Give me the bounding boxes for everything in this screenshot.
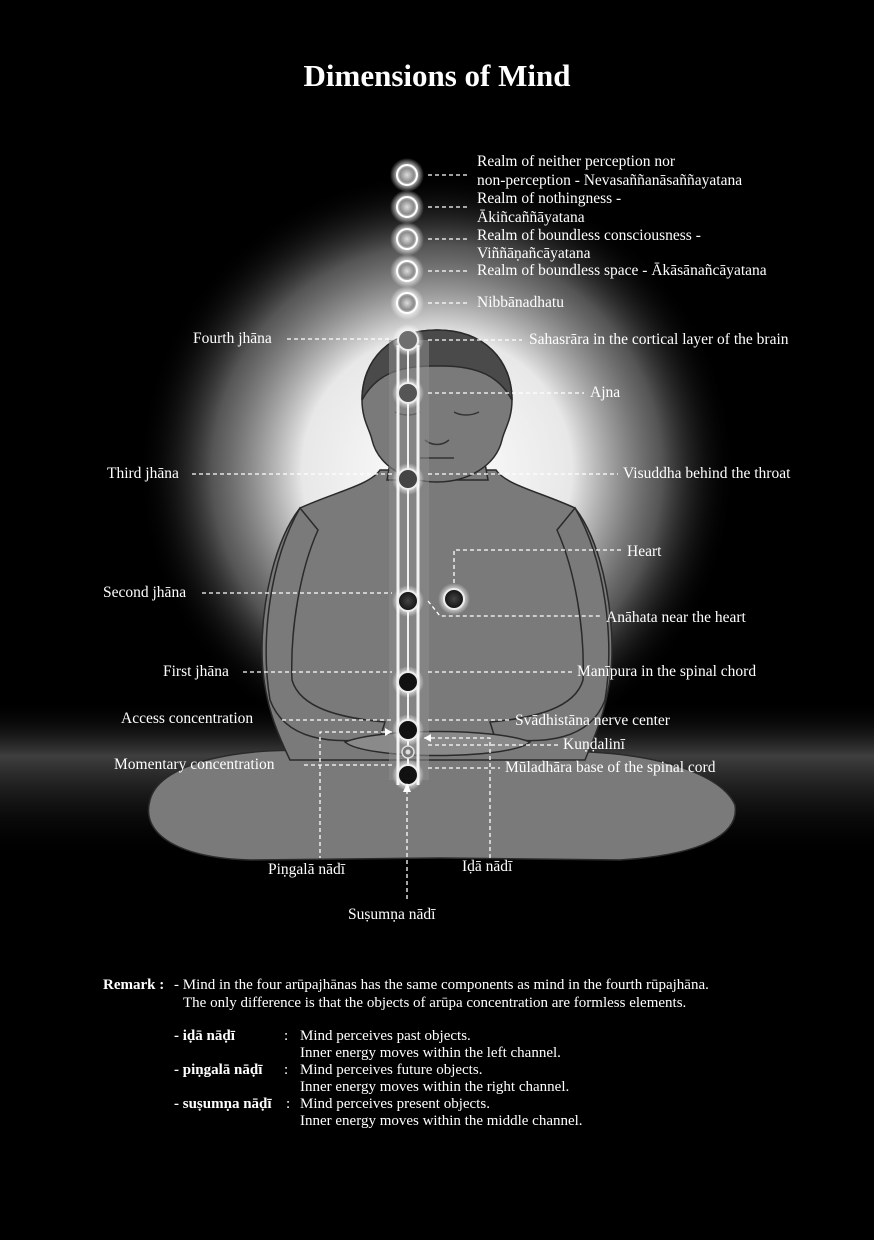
page-title: Dimensions of Mind	[303, 58, 571, 93]
label-realm-nothingness-line1: Realm of nothingness -	[477, 190, 622, 207]
orb-realm-3	[390, 222, 424, 256]
orb-realm-1	[390, 158, 424, 192]
remark-ida-line-b: Inner energy moves within the left chann…	[300, 1045, 561, 1061]
remark-susumna-line-a: Mind perceives present objects.	[300, 1096, 490, 1112]
label-realm-boundless-space: Realm of boundless space - Ākāsānañcāyat…	[477, 262, 767, 279]
right-eye	[453, 411, 480, 416]
remark-pingala-line-b: Inner energy moves within the right chan…	[300, 1079, 570, 1095]
label-realm-consciousness-line2: Viññāṇañcāyatana	[477, 245, 591, 262]
label-heart: Heart	[627, 543, 662, 560]
chakra-anahata	[392, 585, 424, 617]
label-muladhara: Mūladhāra base of the spinal cord	[505, 759, 716, 776]
label-fourth-jhana: Fourth jhāna	[193, 330, 272, 347]
remark-ida-line-a: Mind perceives past objects.	[300, 1028, 471, 1044]
label-visuddha: Visuddha behind the throat	[623, 465, 791, 482]
remark-susumna-term: - suṣumṇa nāḍī	[174, 1096, 272, 1112]
label-second-jhana: Second jhāna	[103, 584, 187, 601]
remark-pingala-sep: :	[284, 1062, 289, 1078]
crossed-legs	[147, 749, 737, 861]
orb-realm-4	[390, 254, 424, 288]
label-ida-nadi: Iḍā nādī	[462, 858, 513, 875]
label-anahata: Anāhata near the heart	[606, 609, 746, 626]
label-realm-consciousness-line1: Realm of boundless consciousness -	[477, 227, 701, 244]
remark-ida-sep: :	[284, 1028, 289, 1044]
remark-susumna-line-b: Inner energy moves within the middle cha…	[300, 1113, 583, 1129]
label-ajna: Ajna	[590, 384, 621, 401]
arrow-heads	[385, 728, 431, 792]
chakra-sahasrara	[392, 324, 424, 356]
remark-susumna-sep: :	[286, 1096, 291, 1112]
remark-pingala-term: - piṇgalā nāḍī	[174, 1062, 263, 1078]
chakra-visuddha	[392, 463, 424, 495]
orb-realm-2	[390, 190, 424, 224]
upper-realm-orbs	[390, 158, 424, 320]
remark-line-2: The only difference is that the objects …	[183, 995, 687, 1011]
label-access-concentration: Access concentration	[121, 710, 254, 727]
label-realm-neither-perception-line2: non-perception - Nevasaññanāsaññayatana	[477, 172, 743, 189]
remark-ida-term: - iḍā nāḍī	[174, 1028, 235, 1044]
energy-channels	[389, 340, 429, 790]
orb-nibbana	[390, 286, 424, 320]
chakra-ajna	[392, 377, 424, 409]
label-realm-neither-perception-line1: Realm of neither perception nor	[477, 153, 675, 170]
remark-heading: Remark :	[103, 977, 165, 993]
chakra-svadhistana	[392, 714, 424, 746]
label-pingala-nadi: Piṇgalā nādī	[268, 861, 346, 878]
label-realm-nothingness-line2: Ākiñcaññāyatana	[477, 209, 585, 226]
label-manipura: Manīpura in the spinal chord	[577, 663, 757, 680]
chakra-heart	[438, 583, 470, 615]
label-momentary-concentration: Momentary concentration	[114, 756, 275, 773]
label-third-jhana: Third jhāna	[107, 465, 179, 482]
remark-line-1: - Mind in the four arūpajhānas has the s…	[174, 977, 709, 993]
chakra-muladhara	[392, 759, 424, 791]
label-sahasrara: Sahasrāra in the cortical layer of the b…	[529, 331, 789, 348]
chakra-manipura	[392, 666, 424, 698]
chakra-orbs	[392, 324, 470, 791]
label-first-jhana: First jhāna	[163, 663, 229, 680]
label-susumna-nadi: Suṣumṇa nādī	[348, 906, 436, 923]
label-svadhistana: Svādhistāna nerve center	[515, 712, 670, 729]
label-nibbanadhatu: Nibbānadhatu	[477, 294, 564, 311]
leader-lines	[192, 174, 622, 902]
kundalini-coil	[401, 745, 415, 759]
label-kundalini: Kuṇḍalinī	[563, 736, 625, 753]
remark-pingala-line-a: Mind perceives future objects.	[300, 1062, 483, 1078]
